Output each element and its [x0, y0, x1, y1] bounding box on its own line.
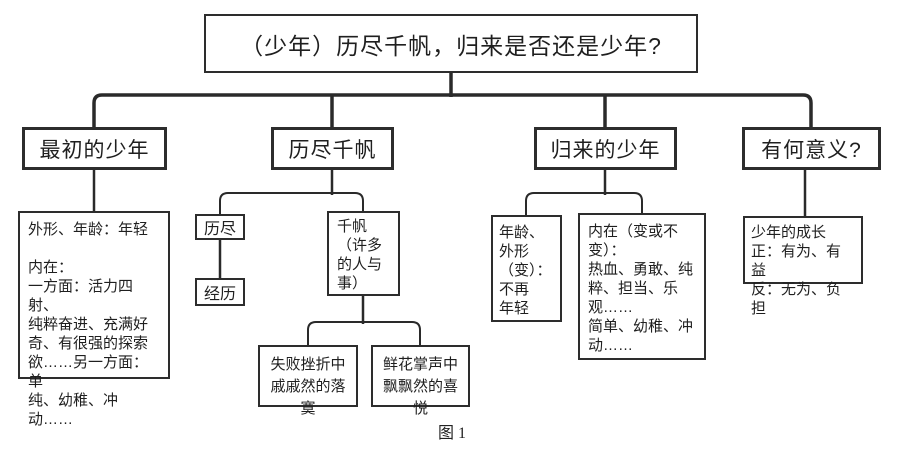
connector-returned-rail — [525, 192, 643, 217]
connector-top-rail — [92, 93, 813, 129]
node-qianfan: 千帆 （许多 的人与 事） — [327, 211, 400, 296]
detail-inner-qualities: 内在（变或不 变）： 热血、勇敢、纯 粹、担当、乐 观…… 简单、幼稚、冲 动…… — [578, 213, 706, 360]
node-experienced-label: 历尽千帆 — [288, 138, 377, 162]
root-question-text: （少年）历尽千帆，归来是否还是少年? — [240, 32, 662, 59]
figure-caption: 图 1 — [437, 425, 466, 442]
node-flower-joy: 鲜花掌声中 飘飘然的喜悦 — [371, 345, 470, 417]
node-meaning: 有何意义? — [742, 127, 881, 170]
connector-sailed-rail — [219, 192, 364, 216]
node-experienced: 历尽千帆 — [271, 127, 394, 170]
detail-age-appearance: 年龄、 外形 （变）： 不再 年轻 — [491, 215, 562, 322]
node-returned-boy: 归来的少年 — [534, 127, 677, 170]
detail-growth: 少年的成长 正：有为、有益 反：无为、负担 — [743, 216, 863, 317]
node-jingli: 经历 — [195, 278, 245, 306]
root-question-box: （少年）历尽千帆，归来是否还是少年? — [204, 14, 698, 73]
node-failure-loneliness: 失败挫折中 戚戚然的落寞 — [258, 345, 358, 417]
detail-initial-traits: 外形、年龄：年轻 内在： 一方面：活力四射、 纯粹奋进、充满好 奇、有很强的探索… — [18, 211, 170, 428]
node-lijin: 历尽 — [195, 214, 245, 240]
node-returned-boy-label: 归来的少年 — [550, 138, 661, 162]
node-initial-boy: 最初的少年 — [22, 127, 167, 170]
connector-qianfan-rail — [307, 321, 421, 347]
node-meaning-label: 有何意义? — [761, 138, 862, 162]
node-initial-boy-label: 最初的少年 — [39, 138, 150, 162]
